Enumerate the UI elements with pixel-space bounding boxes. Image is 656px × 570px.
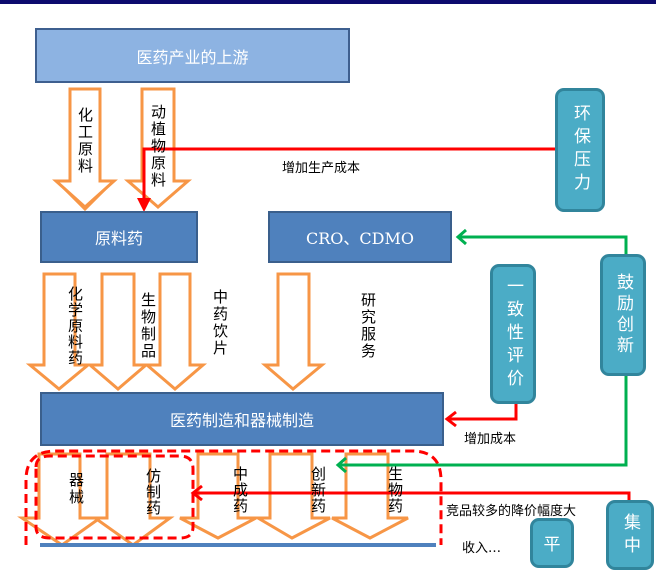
node-manufacturing-label: 医药制造和器械制造 (169, 411, 314, 430)
line-consistency (447, 402, 518, 421)
diagram-connectors (17, 87, 631, 545)
top-border (0, 0, 656, 4)
label-tcm: 中药饮片 (211, 289, 229, 357)
arrow-research-shape (260, 272, 327, 391)
arrow-device-shape (17, 452, 105, 545)
policy-innovation: 鼓励创新 (600, 254, 646, 376)
label-consistency-effect: 增加成本 (464, 432, 517, 447)
node-api-label: 原料药 (94, 229, 143, 248)
line-innovation-bottom (338, 374, 628, 467)
line-innovation-top (458, 235, 628, 254)
node-api: 原料药 (40, 211, 198, 263)
line-centralized (193, 491, 631, 500)
node-upstream-label: 医药产业的上游 (136, 47, 249, 67)
label-price-effect: 竞品较多的降价幅度大 (446, 504, 577, 519)
node-cro-label: CRO、CDMO (306, 229, 414, 248)
arrow-bio-shape (85, 272, 151, 391)
label-research: 研究服务 (359, 292, 377, 360)
policy-consistency: 一致性评价 (490, 264, 536, 404)
arrowhead-env (137, 198, 151, 212)
label-bio: 生物制品 (139, 292, 157, 360)
label-chem-api: 化学原料药 (66, 286, 84, 366)
dashed-group-inner (34, 454, 195, 540)
arrowhead-centralized (190, 484, 203, 502)
label-chem-raw: 化工原料 (76, 107, 94, 175)
label-product-biologic: 生物药 (386, 466, 404, 514)
label-partial-bottom: 收入… (462, 541, 502, 556)
label-product-generic: 仿制药 (144, 468, 162, 516)
label-product-innovative: 创新药 (309, 466, 327, 514)
policy-centralized: 集中 (606, 500, 654, 570)
arrowhead-innovation-cro (455, 228, 467, 246)
arrow-chem-api-shape (25, 272, 93, 391)
node-manufacturing: 医药制造和器械制造 (40, 392, 444, 446)
label-plant-raw: 动植物原料 (149, 104, 167, 189)
dashed-group-outer (24, 449, 443, 545)
arrowhead-consistency (444, 410, 457, 428)
label-env-effect: 增加生产成本 (282, 161, 361, 176)
arrow-innovative-shape (252, 452, 331, 540)
node-cro: CRO、CDMO (268, 211, 452, 263)
node-upstream: 医药产业的上游 (35, 28, 350, 83)
arrow-chem-raw-shape (52, 87, 118, 210)
bottom-node-edge (40, 543, 436, 547)
arrowhead-innovation-products (335, 456, 347, 474)
policy-partial: 平 (530, 518, 574, 568)
label-product-tcm-patent: 中成药 (231, 466, 249, 514)
label-product-device: 器械 (67, 472, 85, 506)
line-env-pressure (142, 147, 555, 206)
arrow-generic-shape (90, 452, 175, 545)
arrow-tcm-patent-shape (179, 452, 257, 540)
arrow-tcm-shape (142, 272, 208, 391)
policy-env-pressure: 环保压力 (555, 88, 605, 212)
